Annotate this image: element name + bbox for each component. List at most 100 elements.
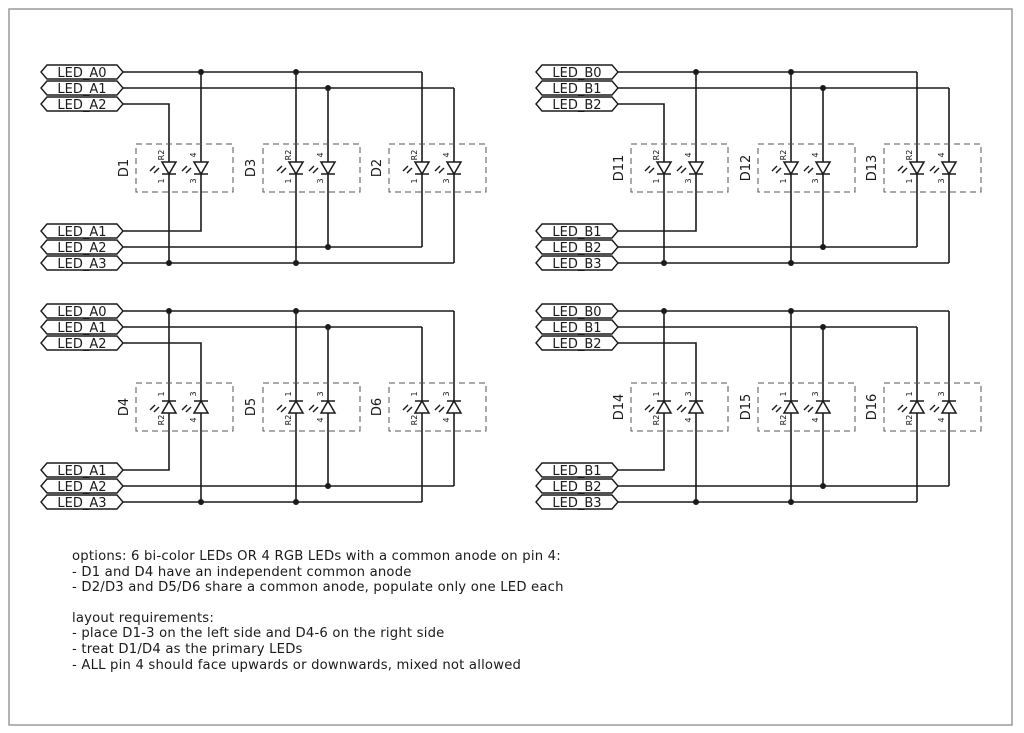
pin-number: 3 <box>684 178 693 183</box>
led-package-outline <box>262 143 361 193</box>
light-emission-icon <box>149 404 160 413</box>
pin-number: 3 <box>937 178 946 183</box>
pin-number: 3 <box>442 391 451 396</box>
emission-ray <box>406 406 413 413</box>
junction-dot <box>788 260 794 266</box>
net-label-text: LED_B3 <box>552 257 601 272</box>
light-emission-icon <box>434 165 445 174</box>
light-emission-icon <box>308 165 319 174</box>
net-label: LED_B3 <box>535 255 619 272</box>
led-diode-icon <box>192 161 210 176</box>
net-label: LED_A1 <box>40 462 124 479</box>
pin-number: R2 <box>905 150 914 161</box>
pin-number: R2 <box>410 415 419 426</box>
net-label-text: LED_A2 <box>57 98 106 113</box>
part-reference: D1 <box>117 159 132 177</box>
light-emission-icon <box>644 165 655 174</box>
emission-ray <box>402 404 409 411</box>
emission-ray <box>181 404 188 411</box>
pin-number: 4 <box>811 152 820 157</box>
junction-dot <box>788 69 794 75</box>
net-label-text: LED_A1 <box>57 464 106 479</box>
pin-number: 4 <box>189 152 198 157</box>
light-emission-icon <box>181 404 192 413</box>
led-diode-icon <box>445 161 463 176</box>
net-label: LED_A1 <box>40 223 124 240</box>
net-label-text: LED_A3 <box>57 257 106 272</box>
light-emission-icon <box>676 165 687 174</box>
emission-ray <box>648 167 655 174</box>
emission-ray <box>308 165 315 172</box>
led-diode-icon <box>655 161 673 176</box>
pin-number: 1 <box>157 391 166 396</box>
net-label: LED_A2 <box>40 96 124 113</box>
light-emission-icon <box>181 165 192 174</box>
pin-number: 1 <box>410 178 419 183</box>
net-label-text: LED_B1 <box>552 225 601 240</box>
junction-dot <box>293 69 299 75</box>
led-diode-icon <box>160 399 178 414</box>
part-reference: D3 <box>244 159 259 177</box>
pin-number: 3 <box>811 391 820 396</box>
light-emission-icon <box>929 165 940 174</box>
emission-ray <box>807 167 814 174</box>
emission-ray <box>308 404 315 411</box>
net-label-text: LED_A3 <box>57 496 106 511</box>
net-label-text: LED_B1 <box>552 464 601 479</box>
net-label: LED_B2 <box>535 96 619 113</box>
net-label: LED_B2 <box>535 478 619 495</box>
emission-ray <box>648 406 655 413</box>
emission-ray <box>149 404 156 411</box>
net-label-text: LED_B2 <box>552 241 601 256</box>
part-reference: D15 <box>739 394 754 421</box>
emission-ray <box>771 404 778 411</box>
block-upper-left: LED_A0LED_A1LED_A2LED_A1LED_A2LED_A3D1R2… <box>40 64 487 272</box>
net-wire <box>123 311 170 471</box>
led-diode-icon <box>445 399 463 414</box>
emission-ray <box>775 406 782 413</box>
emission-ray <box>933 406 940 413</box>
light-emission-icon <box>897 404 908 413</box>
net-label: LED_B3 <box>535 494 619 511</box>
part-reference: D4 <box>117 398 132 416</box>
net-wire <box>123 103 170 263</box>
net-label-text: LED_A1 <box>57 225 106 240</box>
pin-number: 1 <box>652 178 661 183</box>
led-diode-icon <box>413 161 431 176</box>
emission-ray <box>929 165 936 172</box>
schematic-blocks: LED_A0LED_A1LED_A2LED_A1LED_A2LED_A3D1R2… <box>40 64 982 511</box>
pin-number: 3 <box>442 178 451 183</box>
light-emission-icon <box>929 404 940 413</box>
net-label-text: LED_B2 <box>552 98 601 113</box>
pin-number: R2 <box>410 150 419 161</box>
net-wire <box>123 342 202 502</box>
light-emission-icon <box>402 165 413 174</box>
led-diode-icon <box>908 399 926 414</box>
pin-number: 4 <box>316 417 325 422</box>
net-wire <box>618 103 665 263</box>
led-diode-icon <box>782 399 800 414</box>
pin-number: 1 <box>157 178 166 183</box>
junction-dot <box>661 308 667 314</box>
emission-ray <box>803 165 810 172</box>
pin-number: R2 <box>779 150 788 161</box>
emission-ray <box>280 406 287 413</box>
light-emission-icon <box>644 404 655 413</box>
led-diode-icon <box>687 399 705 414</box>
junction-dot <box>820 324 826 330</box>
net-label: LED_A1 <box>40 319 124 336</box>
options-note-1: - D1 and D4 have an independent common a… <box>72 564 412 580</box>
net-label-text: LED_A0 <box>57 305 106 320</box>
part-reference: D6 <box>370 398 385 416</box>
emission-ray <box>929 404 936 411</box>
net-label-text: LED_A2 <box>57 241 106 256</box>
led-diode-icon <box>319 161 337 176</box>
sheet-frame <box>8 8 1013 726</box>
